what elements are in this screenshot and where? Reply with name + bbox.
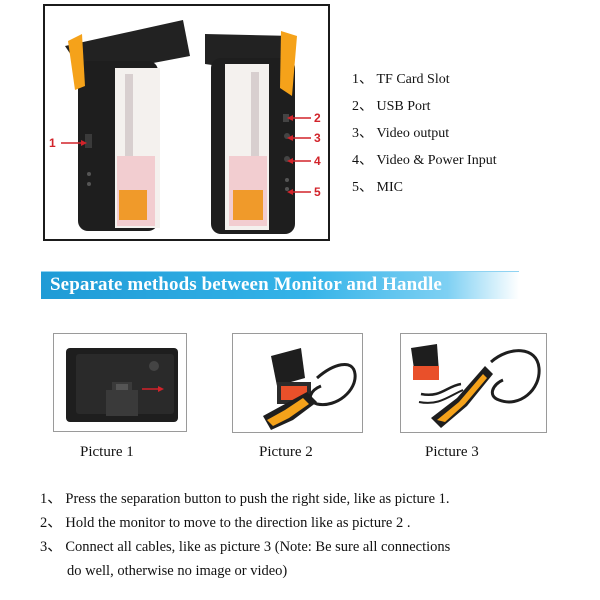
port-item-video-power-input: 4、 Video & Power Input <box>352 153 497 168</box>
monitor-back-illustration <box>66 348 178 422</box>
picture-1-caption: Picture 1 <box>80 444 134 460</box>
callout-number-3: 3 <box>314 131 321 145</box>
handle-monitor-separation-illustration <box>263 348 357 430</box>
device-left-view <box>65 20 190 231</box>
picture-2-caption: Picture 2 <box>259 444 313 460</box>
callout-number-4: 4 <box>314 154 321 168</box>
callout-number-1: 1 <box>49 136 56 150</box>
step-1: 1、 Press the separation button to push t… <box>40 491 450 507</box>
step-3: 3、 Connect all cables, like as picture 3… <box>40 539 451 555</box>
device-side-views-illustration: 1 2 3 4 5 <box>49 20 321 234</box>
callout-number-2: 2 <box>314 111 321 125</box>
cables-connected-illustration <box>411 344 541 428</box>
picture-2-frame <box>232 333 363 433</box>
callout-arrows <box>61 115 311 195</box>
instruction-steps: 1、 Press the separation button to push t… <box>40 487 580 583</box>
device-right-view <box>205 31 297 234</box>
port-item-tf-card-slot: 1、 TF Card Slot <box>352 72 450 87</box>
callout-number-5: 5 <box>314 185 321 199</box>
port-item-video-output: 3、 Video output <box>352 126 450 141</box>
step-2: 2、 Hold the monitor to move to the direc… <box>40 515 411 531</box>
device-ports-photo: 1 2 3 4 5 <box>43 4 330 241</box>
port-legend-list: 1、 TF Card Slot 2、 USB Port 3、 Video out… <box>352 66 497 201</box>
picture-3-frame <box>400 333 547 433</box>
port-item-mic: 5、 MIC <box>352 180 403 195</box>
picture-1-frame <box>53 333 187 432</box>
picture-3-caption: Picture 3 <box>425 444 479 460</box>
step-3-continuation: do well, otherwise no image or video) <box>67 563 288 579</box>
section-banner <box>41 271 519 299</box>
port-item-usb-port: 2、 USB Port <box>352 99 431 114</box>
section-title: Separate methods between Monitor and Han… <box>50 274 442 295</box>
